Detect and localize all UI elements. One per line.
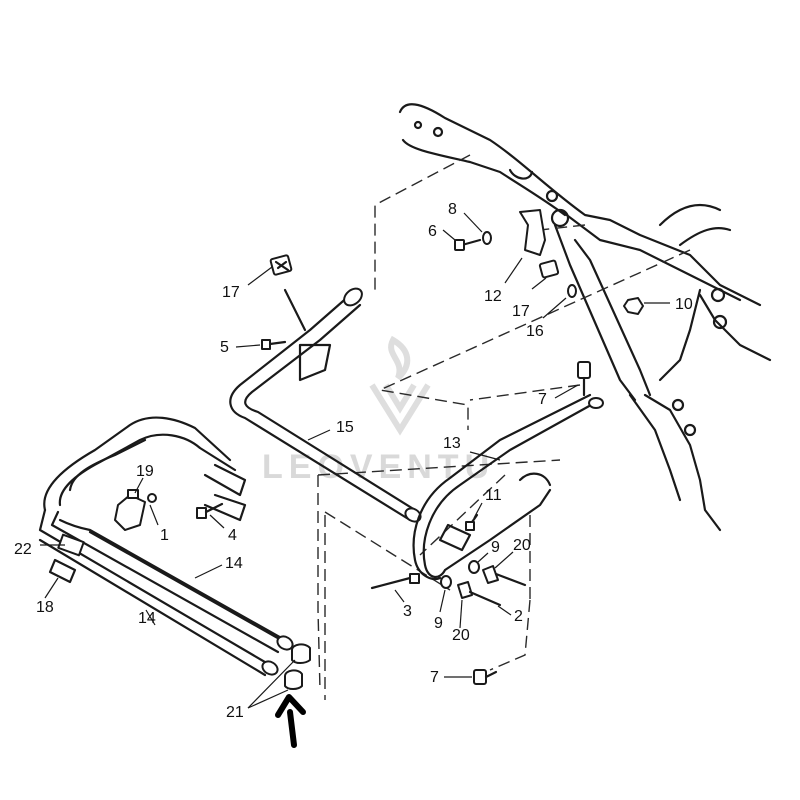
part-21-bushings <box>284 643 311 690</box>
motorcycle-frame <box>398 103 772 532</box>
watermark-flame-icon <box>388 335 411 381</box>
callout-17-left: 17 <box>222 284 240 301</box>
part-13-rail <box>412 393 604 581</box>
part-19-clip <box>114 489 146 531</box>
arrow-up-icon <box>275 694 306 748</box>
callout-4: 4 <box>228 527 237 544</box>
callout-labels: 17 5 6 8 12 17 16 10 7 13 15 11 19 1 4 1… <box>14 201 693 721</box>
callout-2: 2 <box>514 608 523 625</box>
callout-13: 13 <box>443 435 461 452</box>
callout-8: 8 <box>448 201 457 218</box>
callout-20-lower: 20 <box>452 627 470 644</box>
callout-6: 6 <box>428 223 437 240</box>
callout-9-upper: 9 <box>491 539 500 556</box>
watermark-logo-icon <box>369 383 431 436</box>
callout-3: 3 <box>403 603 412 620</box>
callout-10: 10 <box>675 296 693 313</box>
callout-21: 21 <box>226 704 244 721</box>
callout-7-top: 7 <box>538 391 547 408</box>
callout-14-lower: 14 <box>138 610 156 627</box>
callout-16: 16 <box>526 323 544 340</box>
leader-lines <box>40 212 670 709</box>
callout-19: 19 <box>136 463 154 480</box>
callout-11: 11 <box>485 487 502 504</box>
callout-5: 5 <box>220 339 229 356</box>
part-15-tube <box>229 287 422 523</box>
callout-7-bottom: 7 <box>430 669 439 686</box>
part-17-clip-left <box>269 254 293 276</box>
callout-12: 12 <box>484 288 502 305</box>
watermark-text: LEOVENTU <box>262 448 495 486</box>
watermark: LEOVENTU <box>262 335 495 486</box>
callout-22: 22 <box>14 541 32 558</box>
callout-1: 1 <box>160 527 169 544</box>
hardware <box>147 209 644 685</box>
assembly-lines <box>317 154 691 700</box>
callout-9-lower: 9 <box>434 615 443 632</box>
callout-20-upper: 20 <box>513 537 531 554</box>
callout-15: 15 <box>336 419 354 436</box>
callout-17-right: 17 <box>512 303 530 320</box>
callout-18: 18 <box>36 599 54 616</box>
part-14-rails <box>38 416 294 677</box>
part-22-18-bracket <box>48 533 85 584</box>
callout-14-upper: 14 <box>225 555 243 572</box>
